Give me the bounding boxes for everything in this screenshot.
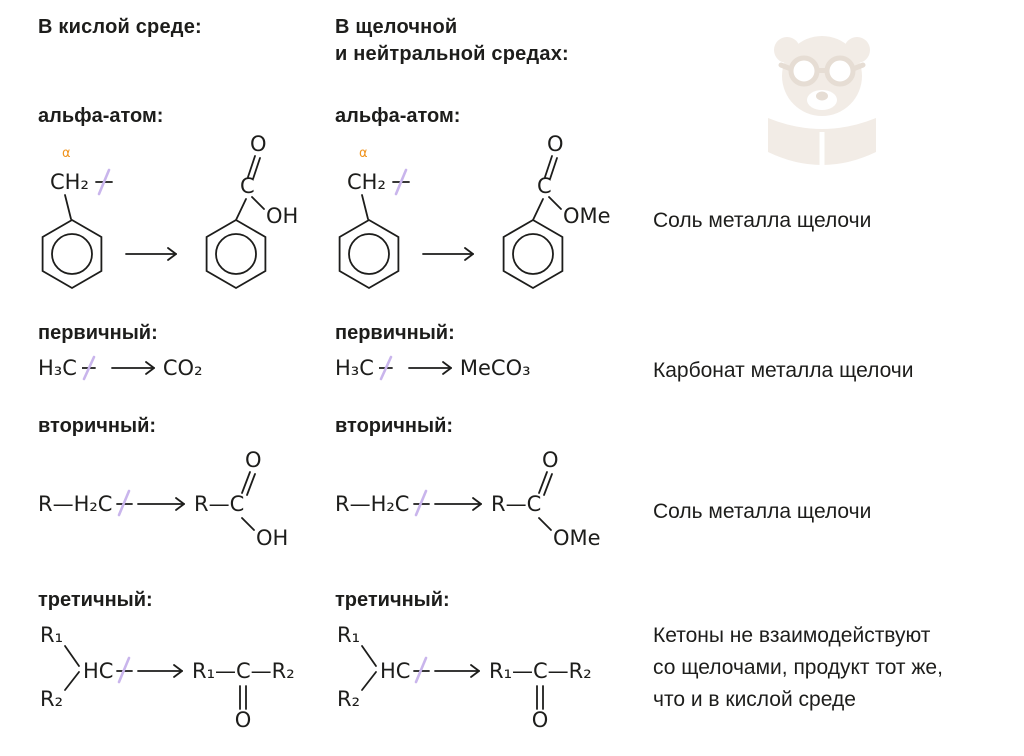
- column-header-alkali-line1: В щелочной: [335, 16, 458, 38]
- label-acid-secondary: вторичный:: [38, 415, 157, 437]
- methoxy-group: OMe: [563, 204, 611, 228]
- bond-break-mark: [392, 168, 410, 196]
- product: CO₂: [162, 356, 203, 380]
- hydroxyl-group: OH: [266, 204, 298, 228]
- reaction-arrow: [137, 664, 183, 678]
- ketone-product: R₁—C—R₂: [192, 659, 295, 683]
- carbonyl-oxygen: O: [532, 708, 549, 732]
- reaction-arrow: [422, 247, 474, 261]
- substituent-r1: R₁: [337, 623, 360, 647]
- carbonyl-double-bond: [247, 155, 261, 180]
- alkali-primary-formula: H₃C MeCO₃: [335, 352, 531, 384]
- carbonyl-oxygen: O: [542, 448, 559, 472]
- bond-break-mark: [116, 489, 133, 517]
- product-head: R—C: [491, 492, 541, 516]
- benzene-ring: [338, 218, 400, 290]
- note-tertiary-line2: со щелочами, продукт тот же,: [653, 656, 943, 679]
- label-acid-tertiary: третичный:: [38, 589, 153, 611]
- reactant-group: CH₂: [347, 170, 386, 194]
- bond-break-mark: [413, 489, 430, 517]
- reaction-arrow: [434, 664, 480, 678]
- carbonyl-double-bond: [538, 471, 553, 496]
- carbonyl-double-bond: [241, 471, 256, 496]
- note-tertiary-line3: что и в кислой среде: [653, 688, 856, 711]
- benzene-ring: [41, 218, 103, 290]
- reactant: H₃C: [335, 356, 374, 380]
- alkali-alpha-reaction: α CH₂ C O OMe: [338, 135, 611, 290]
- carbonyl-oxygen: O: [245, 448, 262, 472]
- note-alpha: Соль металла щелочи: [653, 209, 872, 232]
- carbonyl-oxygen: O: [235, 708, 252, 732]
- reaction-arrow: [110, 361, 155, 375]
- note-tertiary-line1: Кетоны не взаимодействуют: [653, 624, 931, 647]
- reactant: R—H₂C: [38, 492, 112, 516]
- reaction-arrow: [434, 497, 482, 511]
- label-acid-alpha: альфа-атом:: [38, 105, 164, 127]
- label-alkali-alpha: альфа-атом:: [335, 105, 461, 127]
- substituent-r1: R₁: [40, 623, 63, 647]
- note-tertiary: Кетоны не взаимодействуют со щелочами, п…: [653, 620, 1013, 716]
- bond-break-mark: [378, 355, 393, 381]
- bond-break-mark: [95, 168, 113, 196]
- substituent-r2: R₂: [337, 687, 360, 711]
- product: MeCO₃: [459, 356, 531, 380]
- carbonyl-double-bond: [536, 685, 544, 710]
- acid-primary-formula: H₃C CO₂: [38, 352, 203, 384]
- glasses-left-lens: [788, 55, 820, 87]
- alpha-position-label: α: [62, 146, 71, 161]
- carbonyl-double-bond: [239, 685, 247, 710]
- note-secondary: Соль металла щелочи: [653, 500, 872, 523]
- reactant-group: CH₂: [50, 170, 89, 194]
- bond-break-mark: [116, 656, 133, 684]
- label-acid-primary: первичный:: [38, 322, 158, 344]
- bond-break-mark: [413, 656, 430, 684]
- alkali-secondary-reaction: R—H₂C R—C O OMe: [335, 448, 601, 550]
- reactant: R—H₂C: [335, 492, 409, 516]
- product-head: R—C: [194, 492, 244, 516]
- reaction-arrow: [125, 247, 177, 261]
- bond-break-mark: [81, 355, 96, 381]
- label-alkali-secondary: вторичный:: [335, 415, 454, 437]
- reactant-head: HC: [83, 659, 113, 683]
- benzene-ring: [205, 218, 267, 290]
- benzene-ring: [502, 218, 564, 290]
- methoxy-group: OMe: [553, 526, 601, 550]
- acid-tertiary-reaction: R₁ R₂ HC R₁—C—R₂ O: [40, 623, 295, 732]
- reactant: H₃C: [38, 356, 77, 380]
- substituent-r2: R₂: [40, 687, 63, 711]
- carbonyl-double-bond: [544, 155, 558, 180]
- note-primary: Карбонат металла щелочи: [653, 359, 914, 382]
- alkali-tertiary-reaction: R₁ R₂ HC R₁—C—R₂ O: [337, 623, 592, 732]
- alpha-position-label: α: [359, 146, 368, 161]
- carbonyl-oxygen: O: [547, 135, 564, 156]
- acid-alpha-reaction: α CH₂ C O OH: [41, 135, 298, 290]
- reaction-arrow: [137, 497, 185, 511]
- reaction-arrow: [407, 361, 452, 375]
- bear-watermark-logo: [768, 36, 876, 170]
- column-header-alkali-line2: и нейтральной средах:: [335, 43, 569, 65]
- column-header-alkali: В щелочной и нейтральной средах:: [335, 14, 569, 68]
- glasses-right-lens: [824, 55, 856, 87]
- carboxyl-carbon: C: [240, 174, 255, 198]
- carbonyl-oxygen: O: [250, 135, 267, 156]
- label-alkali-primary: первичный:: [335, 322, 455, 344]
- hydroxyl-group: OH: [256, 526, 288, 550]
- column-header-acid: В кислой среде:: [38, 16, 202, 38]
- acid-secondary-reaction: R—H₂C R—C O OH: [38, 448, 288, 550]
- reactant-head: HC: [380, 659, 410, 683]
- carboxyl-carbon: C: [537, 174, 552, 198]
- label-alkali-tertiary: третичный:: [335, 589, 450, 611]
- ketone-product: R₁—C—R₂: [489, 659, 592, 683]
